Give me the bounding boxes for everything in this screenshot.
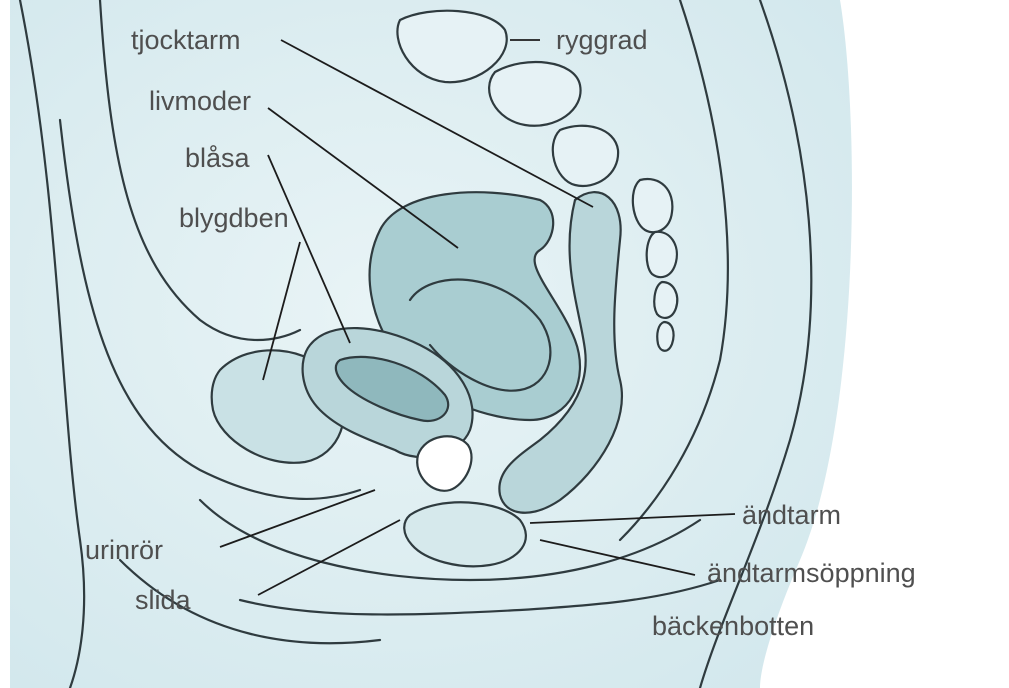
label-backenbotten: bäckenbotten xyxy=(652,613,814,640)
label-andtarmsoppning: ändtarmsöppning xyxy=(707,560,916,587)
label-urinror: urinrör xyxy=(85,537,163,564)
label-livmoder: livmoder xyxy=(149,88,251,115)
label-blasa: blåsa xyxy=(185,145,250,172)
label-andtarm: ändtarm xyxy=(742,502,841,529)
label-slida: slida xyxy=(135,587,191,614)
label-tjocktarm: tjocktarm xyxy=(131,27,241,54)
label-blygdben: blygdben xyxy=(179,205,289,232)
label-ryggrad: ryggrad xyxy=(556,27,648,54)
